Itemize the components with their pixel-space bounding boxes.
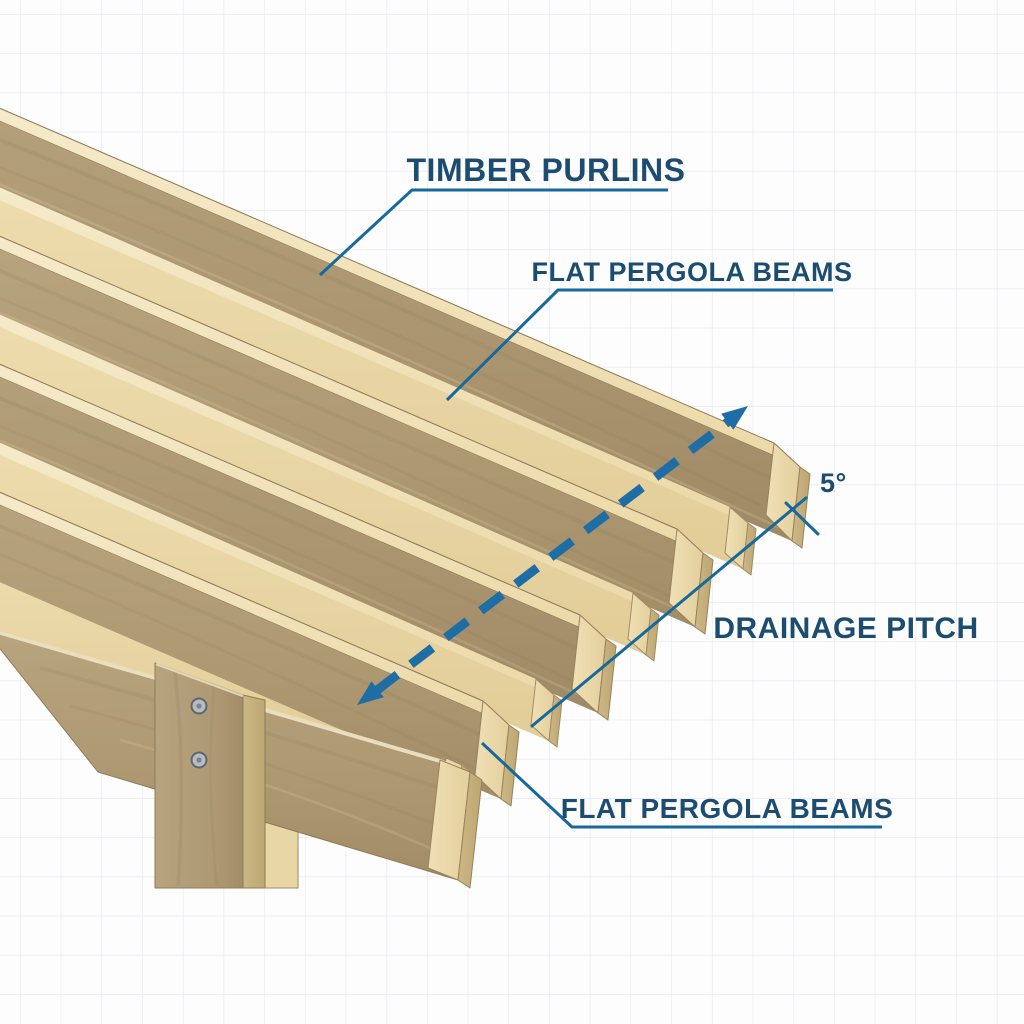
support-post	[154, 662, 266, 889]
leader-line-timber-purlins	[318, 188, 668, 277]
leader-line-flat-beams-top	[445, 288, 833, 402]
timber-purlins-label: TIMBER PURLINS	[407, 152, 686, 188]
purlin	[0, 107, 811, 549]
purlin	[0, 235, 714, 635]
flat-pergola-beams-bottom-label: FLAT PERGOLA BEAMS	[561, 793, 894, 824]
roof-structure	[0, 107, 811, 889]
drainage-arrow	[357, 406, 748, 705]
beam-top-face	[0, 582, 367, 741]
drainage-pitch-label: DRAINAGE PITCH	[713, 612, 978, 645]
pitch-angle-line	[530, 496, 820, 728]
screw	[190, 697, 208, 715]
pitch-angle-label: 5°	[820, 468, 847, 498]
gap-board	[0, 442, 563, 748]
flat-pergola-beams-top-label: FLAT PERGOLA BEAMS	[532, 257, 853, 287]
leader-line-flat-beams-bottom	[480, 741, 882, 829]
purlin	[0, 491, 520, 807]
screw	[190, 751, 208, 769]
gap-board	[0, 187, 757, 576]
